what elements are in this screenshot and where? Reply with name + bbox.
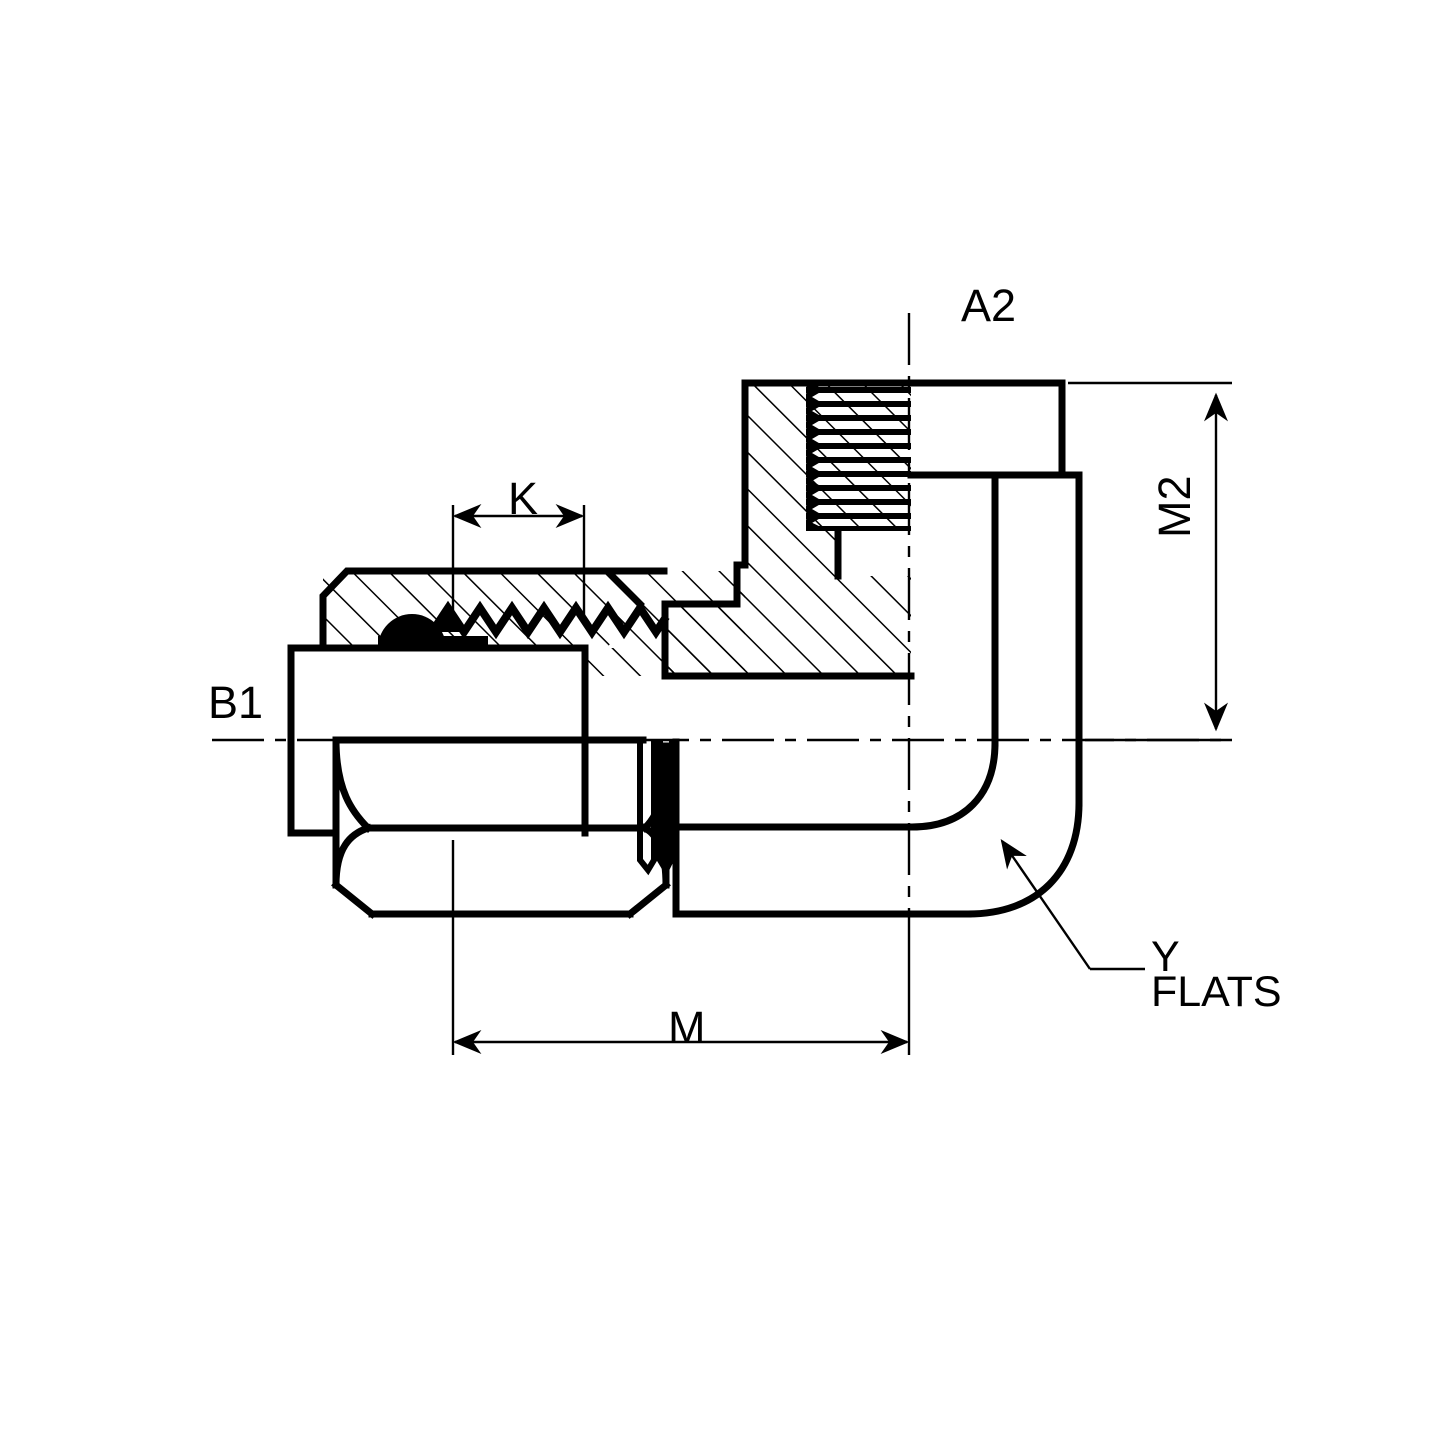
- centerlines: [212, 313, 1232, 955]
- dimension-label-b1: B1: [208, 677, 264, 728]
- dimension-k: [451, 504, 586, 616]
- nut-lower-section: [585, 648, 745, 676]
- leader-y-flats: [1000, 839, 1145, 971]
- dimension-label-m: M: [668, 1002, 706, 1053]
- elbow-body-outline: [672, 379, 1083, 918]
- dimension-label-a2: A2: [961, 280, 1017, 331]
- male-thread-vertical: [806, 383, 911, 531]
- sleeve-section: [603, 567, 745, 648]
- dimension-label-m2: M2: [1149, 475, 1200, 538]
- swivel-nut-thread: [426, 600, 670, 640]
- dimension-m: [451, 840, 911, 1055]
- thread-relief-grooves: [637, 739, 675, 877]
- callout-label-y: Y: [1151, 933, 1180, 981]
- callout-label-flats: FLATS: [1151, 968, 1282, 1016]
- dimension-label-k: K: [508, 473, 539, 524]
- dimension-m2: [1068, 381, 1232, 742]
